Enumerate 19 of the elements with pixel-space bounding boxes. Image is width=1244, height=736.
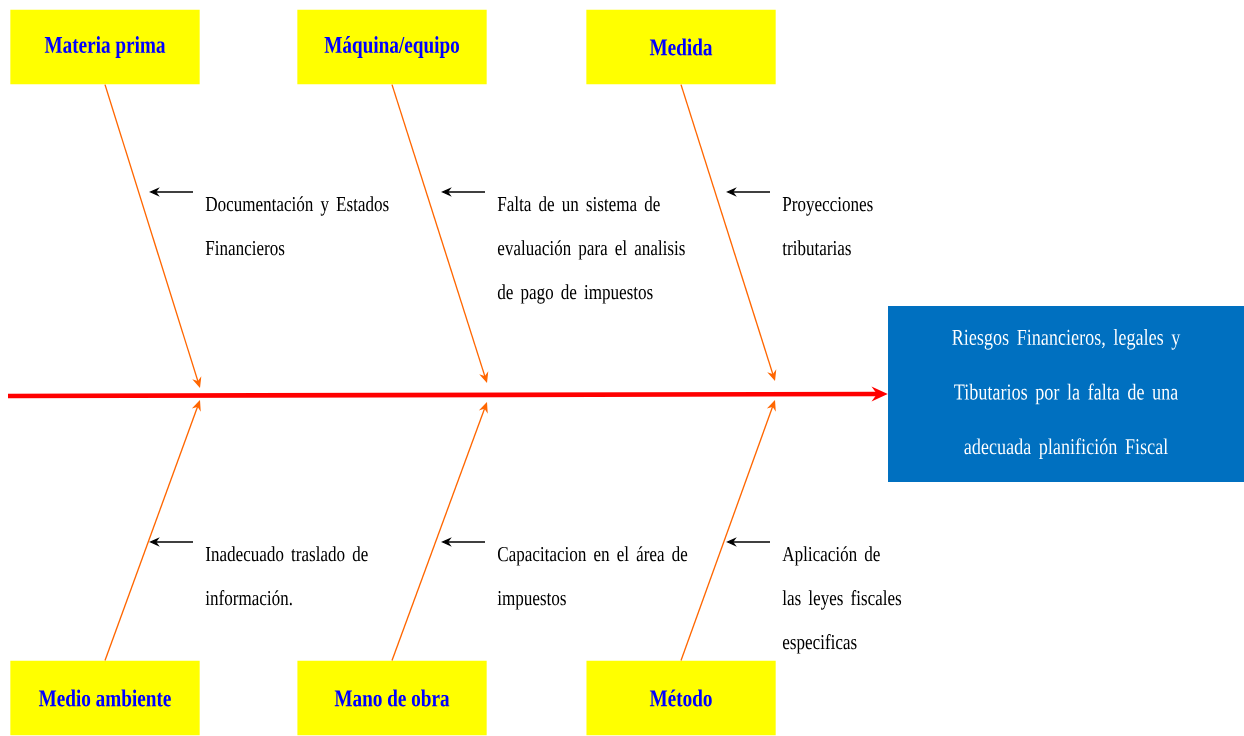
cause-text: Proyecciones tributarias: [782, 196, 873, 256]
category-box: Medida: [586, 9, 776, 85]
cause-text: Aplicación de las leyes fiscales especificas: [782, 546, 902, 654]
bone-arrow: [391, 402, 488, 662]
category-box: Mano de obra: [297, 660, 487, 736]
bone-arrow: [680, 400, 776, 662]
category-box: Máquina/equipo: [297, 9, 487, 85]
bone-arrow: [104, 83, 202, 388]
cause-text: Falta de un sistema de evaluación para el analisis de pago de impuestos: [497, 196, 685, 304]
category-box: Medio ambiente: [10, 660, 200, 736]
cause-text: Inadecuado traslado de información.: [205, 546, 368, 606]
category-box: Materia prima: [10, 9, 200, 85]
cause-text: Documentación y Estados Financieros: [205, 196, 389, 256]
effect-box: Riesgos Financieros, legales y Tibutarios por la falta de una adecuada planifición Fiscal: [888, 306, 1244, 482]
cause-text: Capacitacion en el área de impuestos: [497, 546, 688, 610]
bone-arrow: [680, 83, 777, 381]
category-box: Método: [586, 660, 776, 736]
bone-arrow: [391, 83, 489, 383]
bone-arrow: [104, 400, 201, 662]
